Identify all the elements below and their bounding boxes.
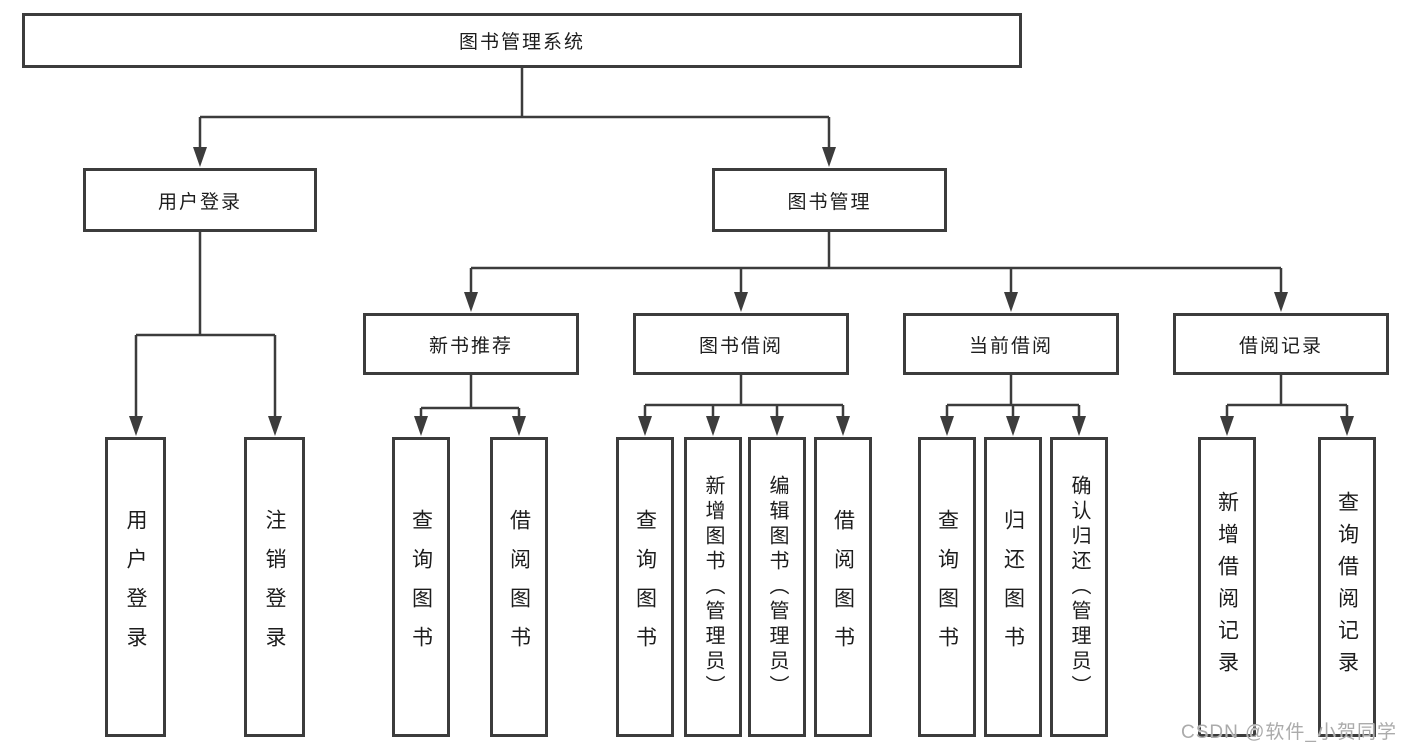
arrowheads	[129, 147, 1354, 436]
leaf-add-book-admin: 新增图书（管理员）	[684, 437, 742, 737]
node-borrow-records: 借阅记录	[1173, 313, 1389, 375]
node-book-management: 图书管理	[712, 168, 947, 232]
leaf-borrow-books: 借阅图书	[814, 437, 872, 737]
node-root: 图书管理系统	[22, 13, 1022, 68]
node-current-borrow: 当前借阅	[903, 313, 1119, 375]
leaf-edit-book-admin: 编辑图书（管理员）	[748, 437, 806, 737]
leaf-return-books: 归还图书	[984, 437, 1042, 737]
leaf-query-borrow-record: 查询借阅记录	[1318, 437, 1376, 737]
leaf-query-books-recommend: 查询图书	[392, 437, 450, 737]
node-book-borrow: 图书借阅	[633, 313, 849, 375]
leaf-user-login: 用户登录	[105, 437, 166, 737]
leaf-logout: 注销登录	[244, 437, 305, 737]
leaf-add-borrow-record: 新增借阅记录	[1198, 437, 1256, 737]
leaf-borrow-books-recommend: 借阅图书	[490, 437, 548, 737]
leaf-confirm-return-admin: 确认归还（管理员）	[1050, 437, 1108, 737]
leaf-query-books-current: 查询图书	[918, 437, 976, 737]
csdn-watermark: CSDN @软件_小贺同学	[1181, 722, 1397, 743]
node-new-book-recommend: 新书推荐	[363, 313, 579, 375]
node-user-login: 用户登录	[83, 168, 317, 232]
leaf-query-books-borrow: 查询图书	[616, 437, 674, 737]
